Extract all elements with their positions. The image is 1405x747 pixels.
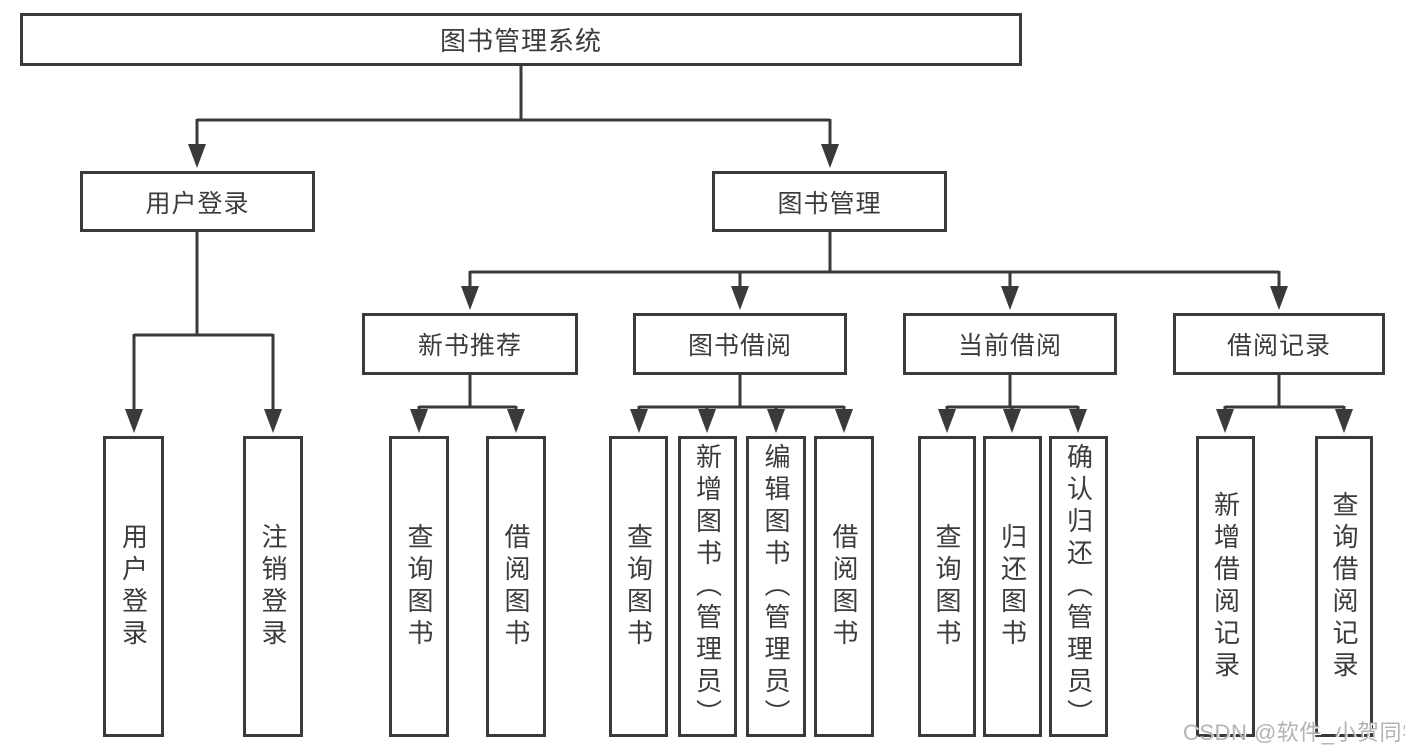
node-current-borrowing: 当前借阅 xyxy=(903,313,1117,375)
leaf-borrowing-borrow-books: 借阅图书 xyxy=(814,436,874,737)
node-root-label: 图书管理系统 xyxy=(439,26,602,56)
leaf-current-query-books: 查询图书 xyxy=(918,436,976,737)
leaf-current-query-books-label: 查询图书 xyxy=(932,522,962,651)
leaf-records-query-record: 查询借阅记录 xyxy=(1315,436,1373,737)
leaf-borrowing-add-books-admin: 新增图书（管理员） xyxy=(678,436,737,737)
leaf-records-add-record-label: 新增借阅记录 xyxy=(1210,490,1241,683)
node-root-system: 图书管理系统 xyxy=(20,13,1022,66)
leaf-borrowing-add-books-admin-label: 新增图书（管理员） xyxy=(692,442,723,731)
node-user-login-label: 用户登录 xyxy=(145,189,250,218)
csdn-watermark: CSDN @软件_小贺同学 xyxy=(1183,720,1405,745)
node-book-management-label: 图书管理 xyxy=(777,189,882,218)
node-user-login: 用户登录 xyxy=(80,171,315,232)
leaf-user-login-label: 用户登录 xyxy=(118,522,149,651)
node-borrow-records-label: 借阅记录 xyxy=(1226,332,1331,360)
leaf-records-add-record: 新增借阅记录 xyxy=(1196,436,1255,737)
leaf-logout-label: 注销登录 xyxy=(258,522,288,651)
leaf-newbooks-borrow-books: 借阅图书 xyxy=(486,436,546,737)
node-book-borrowing: 图书借阅 xyxy=(633,313,847,375)
leaf-user-login: 用户登录 xyxy=(103,436,164,737)
leaf-records-query-record-label: 查询借阅记录 xyxy=(1329,490,1359,683)
leaf-newbooks-borrow-books-label: 借阅图书 xyxy=(501,522,531,651)
leaf-borrowing-borrow-books-label: 借阅图书 xyxy=(829,522,859,651)
arrowheads xyxy=(125,144,1353,433)
leaf-current-return-books-label: 归还图书 xyxy=(997,522,1028,651)
leaf-current-return-books: 归还图书 xyxy=(983,436,1042,737)
leaf-current-confirm-return-admin-label: 确认归还（管理员） xyxy=(1063,442,1094,731)
leaf-newbooks-query-books-label: 查询图书 xyxy=(404,522,434,651)
leaf-current-confirm-return-admin: 确认归还（管理员） xyxy=(1049,436,1108,737)
node-current-borrowing-label: 当前借阅 xyxy=(957,332,1062,360)
node-new-book-recommend: 新书推荐 xyxy=(362,313,578,375)
node-book-borrowing-label: 图书借阅 xyxy=(687,332,792,360)
leaf-borrowing-edit-books-admin-label: 编辑图书（管理员） xyxy=(761,442,791,731)
leaf-borrowing-edit-books-admin: 编辑图书（管理员） xyxy=(746,436,806,737)
leaf-borrowing-query-books: 查询图书 xyxy=(609,436,668,737)
node-borrow-records: 借阅记录 xyxy=(1173,313,1385,375)
leaf-borrowing-query-books-label: 查询图书 xyxy=(623,522,654,651)
node-new-book-recommend-label: 新书推荐 xyxy=(417,332,522,360)
leaf-newbooks-query-books: 查询图书 xyxy=(389,436,449,737)
node-book-management: 图书管理 xyxy=(712,171,947,232)
leaf-logout: 注销登录 xyxy=(243,436,303,737)
